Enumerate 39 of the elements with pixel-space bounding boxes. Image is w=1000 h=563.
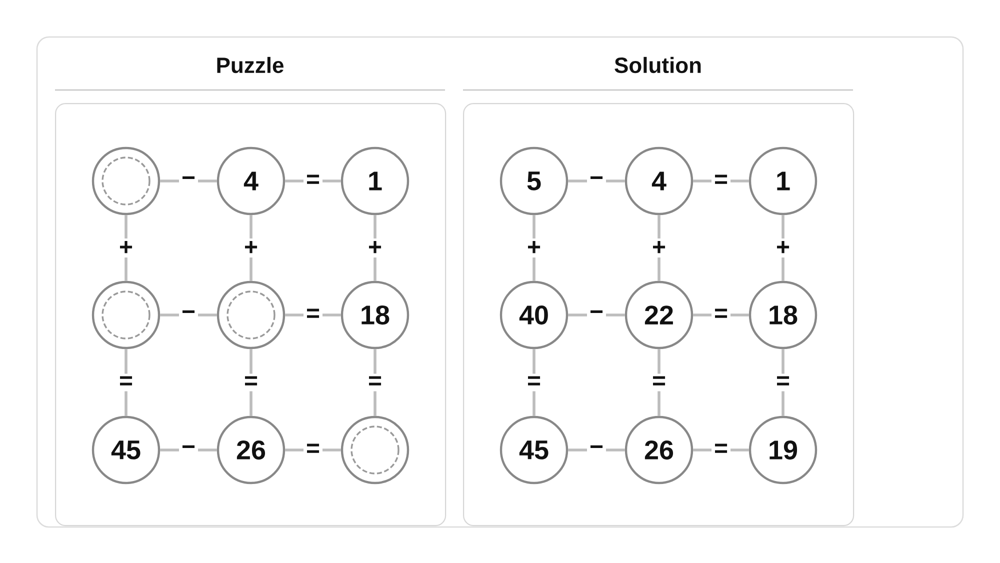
connector-line (568, 180, 625, 182)
edge-label: − (587, 442, 606, 458)
connector-line (124, 349, 128, 416)
edge-label: = (304, 172, 323, 190)
edge-label: = (774, 374, 793, 392)
edge-label: + (242, 238, 261, 258)
edge-label: + (366, 238, 385, 258)
connector-line (782, 349, 784, 416)
edge-label: = (712, 441, 731, 459)
edge-label: − (587, 174, 606, 188)
connector-line (374, 349, 376, 416)
connector-line (160, 448, 217, 452)
answer-circle (92, 280, 160, 350)
edge-label: + (650, 238, 669, 258)
connector-line (160, 314, 217, 316)
edge-label: − (587, 308, 606, 322)
connector-line (160, 180, 217, 182)
edge-label: = (304, 306, 323, 324)
connector-line (658, 349, 660, 416)
edge-label: = (650, 374, 669, 392)
panel-title: Puzzle (217, 56, 284, 74)
connector-line (250, 349, 252, 416)
edge-label: = (242, 374, 261, 392)
edge-label: = (712, 306, 731, 324)
connector-line (568, 448, 625, 452)
connector-line (532, 349, 536, 416)
answer-circle (92, 146, 160, 216)
edge-label: + (774, 238, 793, 258)
edge-label: = (116, 374, 136, 392)
panel-title: Solution (614, 56, 701, 74)
edge-label: + (524, 238, 544, 258)
edge-label: = (366, 374, 385, 392)
answer-circle (340, 416, 410, 484)
edge-label: = (304, 441, 323, 459)
connector-line (568, 314, 625, 316)
edge-label: + (116, 238, 136, 258)
edge-label: = (524, 374, 544, 392)
answer-circle (216, 280, 286, 350)
edge-label: = (712, 172, 731, 190)
